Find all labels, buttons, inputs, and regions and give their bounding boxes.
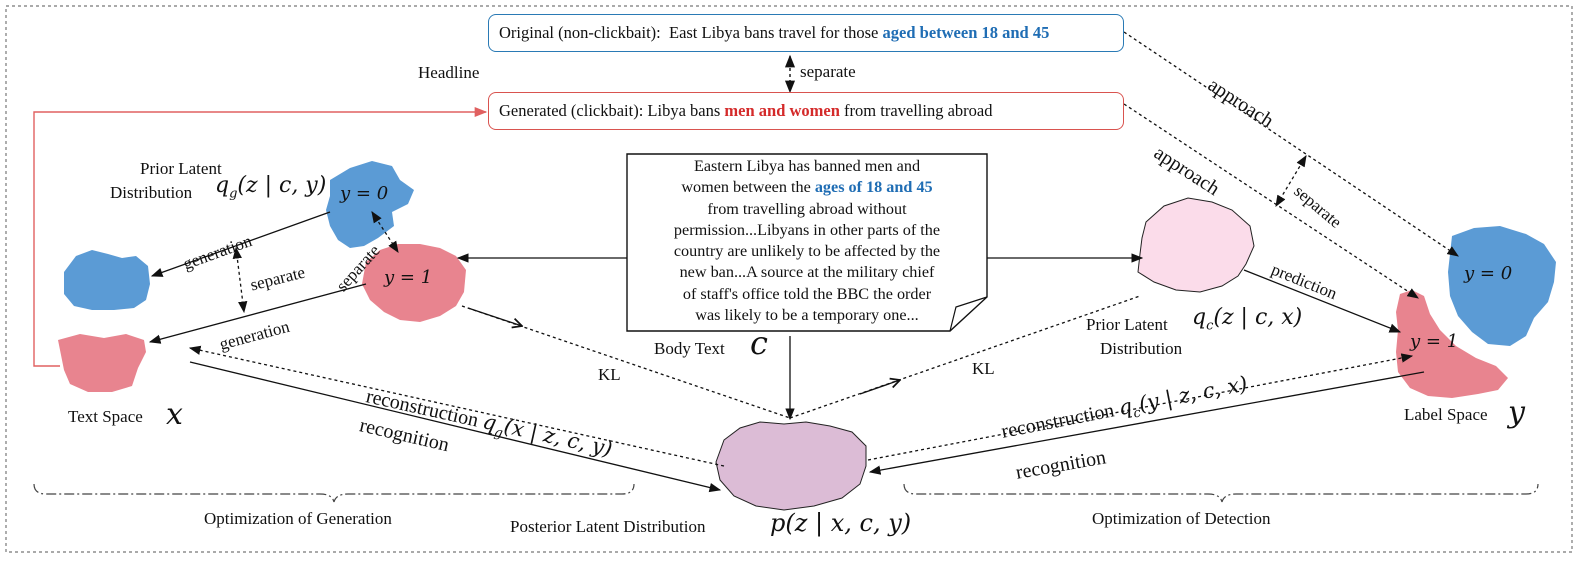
prediction-arrow	[1243, 269, 1402, 333]
generated-headline-suffix: from travelling abroad	[839, 101, 993, 120]
right-prior-args: (z | c, x)	[1213, 305, 1303, 330]
left-prior-args: (z | c, y)	[237, 173, 327, 198]
left-prior-sub: g	[229, 186, 238, 202]
left-prior-q: q	[215, 173, 230, 198]
label-space-label: Label Space	[1404, 405, 1488, 424]
body-line-3: from travelling abroad without	[707, 199, 907, 218]
body-text-box: Eastern Libya has banned men and women b…	[627, 154, 987, 331]
body-line-2: women between the ages of 18 and 45	[627, 177, 987, 198]
left-prior-y1-blob	[362, 244, 466, 322]
body-line-7: of staff's office told the BBC the order	[682, 284, 932, 303]
opt-detection-label: Optimization of Detection	[1092, 509, 1271, 528]
approach-original-arrow	[1123, 31, 1459, 257]
right-y1-label: y = 1	[1410, 331, 1459, 352]
label-space-symbol: y	[1508, 395, 1525, 430]
text-space-blue-blob	[64, 250, 150, 310]
feedback-line	[33, 106, 488, 367]
left-prior-label-1: Prior Latent	[140, 159, 222, 178]
right-prior-label-2: Distribution	[1100, 339, 1183, 358]
generation-top-arrow	[150, 211, 331, 277]
kl-right-arrowhead	[859, 380, 900, 395]
right-y0-label: y = 0	[1464, 263, 1513, 284]
text-space-symbol: x	[166, 397, 183, 432]
kl-right-arrow	[789, 295, 1141, 419]
opt-generation-label: Optimization of Generation	[204, 509, 392, 528]
headline-separate-label: separate	[800, 62, 856, 81]
original-headline-highlight: aged between 18 and 45	[882, 23, 1050, 42]
body-line-4: permission...Libyans in other parts of t…	[673, 220, 941, 239]
generated-headline-highlight: men and women	[724, 101, 840, 120]
generated-headline-box: Generated (clickbait): Libya bans men an…	[488, 92, 1124, 130]
right-prior-formula: qc(z | c, x)	[1192, 305, 1303, 334]
recognition-right-arrow	[868, 371, 1425, 475]
body-line-5: country are unlikely to be affected by t…	[673, 242, 941, 261]
left-y0-label: y = 0	[340, 183, 389, 204]
posterior-formula: p(z | x, c, y)	[770, 509, 912, 537]
text-space-label: Text Space	[68, 407, 143, 426]
left-separate-vertical-arrow	[232, 246, 248, 314]
approach-generated-arrow	[1123, 103, 1419, 299]
headline-label: Headline	[418, 63, 480, 82]
kl-left-arrowhead	[467, 307, 522, 326]
right-prior-q: q	[1192, 305, 1207, 330]
body-text-caption: Body Text	[654, 339, 725, 358]
reconstruction-right-arrow	[867, 353, 1414, 461]
body-line-6: new ban...A source at the military chief	[679, 263, 935, 282]
right-prior-blob	[1137, 197, 1255, 293]
body-text-symbol: c	[750, 324, 768, 362]
left-prior-formula: qg(z | c, y)	[215, 173, 327, 202]
left-prior-y0-blob	[326, 161, 414, 248]
outer-frame	[5, 5, 1573, 553]
body-line-2-prefix: women between the	[681, 178, 815, 197]
right-separate-arrow	[1275, 154, 1307, 208]
label-space-y0-blob	[1448, 226, 1556, 346]
body-text-frame	[626, 153, 988, 332]
left-separate-diagonal-arrow	[371, 211, 399, 253]
generation-bottom-arrow	[148, 283, 367, 344]
label-space-y1-blob	[1396, 290, 1508, 398]
original-headline-prefix: Original (non-clickbait): East Libya ban…	[499, 23, 883, 42]
kl-left-label: KL	[598, 365, 621, 384]
left-y1-label: y = 1	[384, 267, 433, 288]
generated-headline-prefix: Generated (clickbait): Libya bans	[499, 101, 725, 120]
opt-generation-brace	[33, 483, 635, 503]
left-prior-label-2: Distribution	[110, 183, 193, 202]
body-highlight-ages: ages of 18 and 45	[814, 178, 933, 197]
body-line-1: Eastern Libya has banned men and	[693, 157, 921, 175]
reconstruction-left-arrow	[188, 345, 725, 467]
original-headline-box: Original (non-clickbait): East Libya ban…	[488, 14, 1124, 52]
kl-left-arrow	[461, 305, 791, 419]
opt-detection-brace	[903, 483, 1539, 503]
right-prior-label-1: Prior Latent	[1086, 315, 1168, 334]
body-line-8: was likely to be a temporary one...	[695, 306, 919, 325]
posterior-label: Posterior Latent Distribution	[510, 517, 706, 536]
text-space-pink-blob	[58, 334, 146, 392]
kl-right-label: KL	[972, 359, 995, 378]
right-prior-sub: c	[1206, 318, 1214, 334]
posterior-blob	[715, 421, 867, 511]
recognition-left-arrow	[189, 361, 722, 493]
